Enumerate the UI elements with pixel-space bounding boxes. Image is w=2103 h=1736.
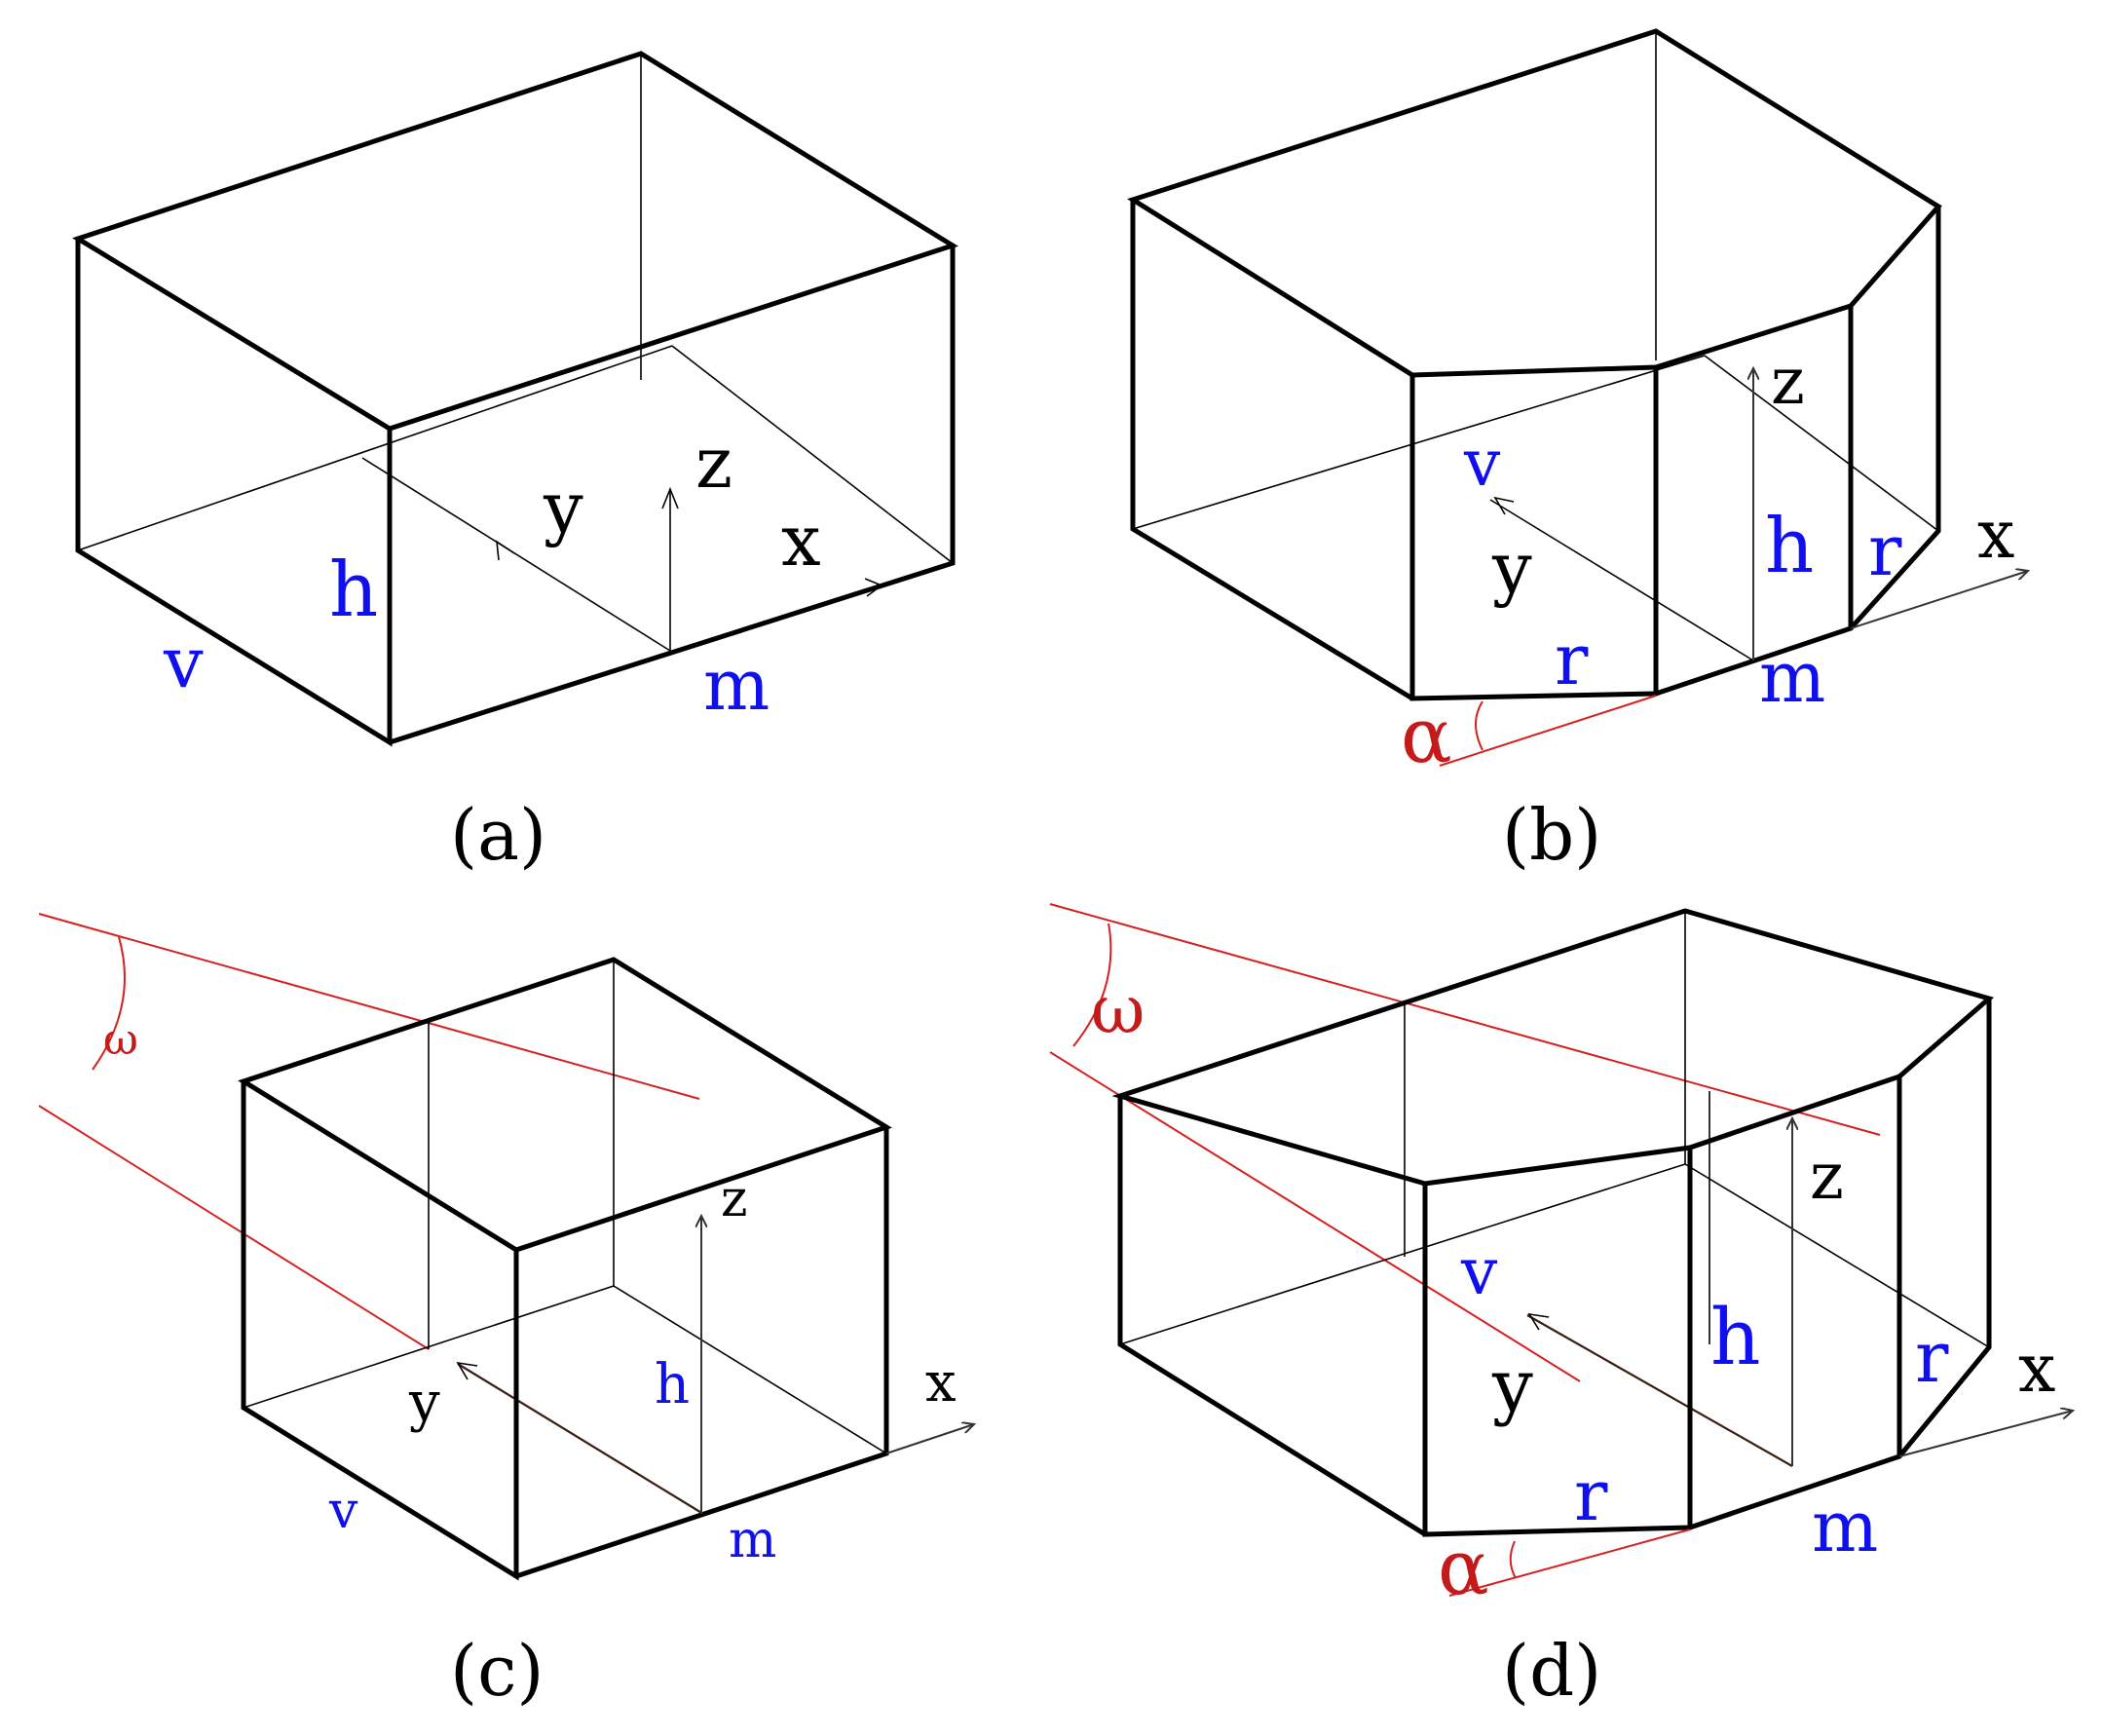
omega-angle xyxy=(38,913,700,1350)
caption-a: (a) xyxy=(450,794,546,876)
caption-c: (c) xyxy=(450,1630,545,1712)
label-v: v xyxy=(1463,426,1501,501)
label-m: m xyxy=(1759,636,1825,718)
label-x: x xyxy=(925,1351,957,1415)
label-omega: ω xyxy=(1091,972,1145,1049)
label-r-right: r xyxy=(1915,1316,1949,1398)
label-v: v xyxy=(328,1482,358,1540)
omega-angle xyxy=(1049,903,1881,1382)
alpha-angle xyxy=(1439,695,1657,767)
label-r-right: r xyxy=(1868,509,1902,591)
box-hidden-edges xyxy=(243,960,887,1454)
axes xyxy=(1527,1118,2073,1466)
caption-b: (b) xyxy=(1502,794,1601,876)
panel-b: v h r r m y z x α (b) xyxy=(1127,28,2028,876)
label-v: v xyxy=(1460,1234,1498,1309)
label-alpha: α xyxy=(1401,693,1452,780)
label-h: h xyxy=(329,547,378,634)
label-z: z xyxy=(721,1170,747,1228)
panel-d: ω z v h r y x r m α (d) xyxy=(1049,903,2073,1712)
alpha-angle xyxy=(1448,1528,1691,1597)
label-x: x xyxy=(1977,497,2014,574)
label-y: y xyxy=(408,1371,440,1434)
y-axis-line xyxy=(457,1363,704,1515)
label-z: z xyxy=(695,422,732,504)
box-visible-edges xyxy=(1127,28,1942,701)
label-y: y xyxy=(1491,1344,1533,1428)
label-v: v xyxy=(163,622,204,703)
label-omega: ω xyxy=(103,1015,138,1065)
box-hidden-edges xyxy=(77,54,954,564)
label-x: x xyxy=(781,500,821,582)
label-m: m xyxy=(703,644,770,726)
box-visible-edges xyxy=(1111,908,1995,1537)
label-z: z xyxy=(1810,1139,1844,1214)
label-r-left: r xyxy=(1555,619,1589,700)
label-h: h xyxy=(1710,1292,1761,1382)
label-y: y xyxy=(1491,527,1532,609)
panel-c: ω z h y x v m (c) xyxy=(38,913,974,1712)
label-r-left: r xyxy=(1574,1454,1608,1536)
axes xyxy=(1489,368,2028,661)
box-hidden-edges xyxy=(1119,911,1990,1466)
axes xyxy=(361,457,883,652)
label-m: m xyxy=(1812,1486,1878,1567)
label-y: y xyxy=(543,467,583,548)
box-hidden-edges xyxy=(1132,31,1939,660)
caption-d: (d) xyxy=(1502,1630,1601,1712)
y-axis-line xyxy=(1526,1314,1793,1467)
label-m: m xyxy=(729,1511,776,1569)
panel-a: h v m y z x (a) xyxy=(72,51,958,876)
axes xyxy=(456,1216,974,1514)
label-h: h xyxy=(655,1353,690,1416)
label-z: z xyxy=(1771,344,1805,419)
box-visible-edges xyxy=(72,51,958,747)
label-h: h xyxy=(1765,503,1814,590)
label-alpha: α xyxy=(1438,1525,1489,1612)
label-x: x xyxy=(2018,1331,2055,1408)
